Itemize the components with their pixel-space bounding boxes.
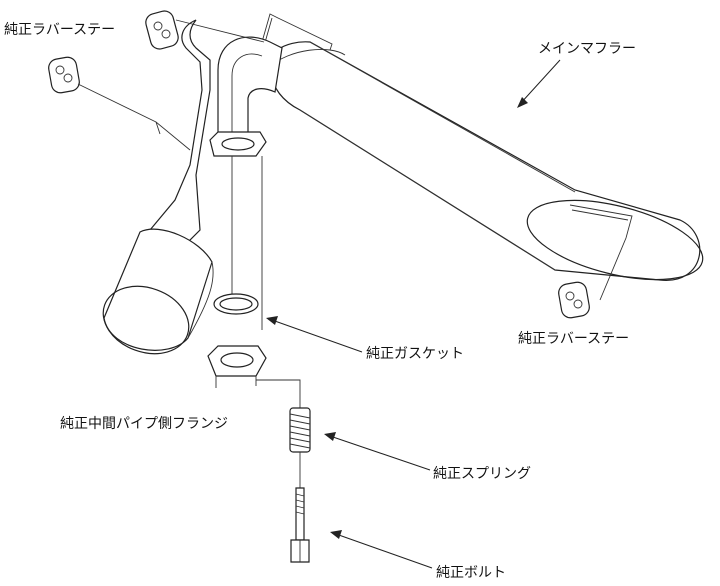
- muffler-hanger-rod: [261, 13, 333, 51]
- spring: [289, 407, 311, 453]
- tail-pipe: [149, 19, 211, 246]
- leader-bolt: [330, 530, 433, 569]
- bolt: [290, 487, 310, 563]
- leader-gasket: [266, 316, 363, 353]
- label-main-muffler: メインマフラー: [538, 41, 636, 57]
- stay-guide-line-1: [175, 19, 265, 43]
- gasket: [213, 293, 259, 315]
- leader-main-muffler: [517, 59, 561, 108]
- rubber-stay-top-2: [48, 56, 80, 94]
- inlet-pipe: [217, 36, 283, 141]
- label-spring: 純正スプリング: [433, 466, 531, 482]
- rubber-stay-bottom: [558, 281, 590, 319]
- tail-hanger-rod: [569, 204, 633, 301]
- stay-guide-line-2: [77, 83, 191, 151]
- label-gasket: 純正ガスケット: [366, 346, 464, 362]
- main-muffler: [267, 41, 704, 281]
- spring-guide-line: [256, 379, 301, 408]
- pipe-flange-upper: [209, 131, 267, 157]
- muffler-tip: [102, 228, 214, 355]
- rubber-stay-top-1: [145, 10, 179, 50]
- label-rubber-stay-top: 純正ラバーステー: [4, 22, 116, 38]
- label-bolt: 純正ボルト: [436, 565, 506, 581]
- mid-pipe-flange: [207, 345, 267, 388]
- label-rubber-stay-bottom: 純正ラバーステー: [518, 331, 630, 347]
- leader-spring: [324, 432, 431, 471]
- label-mid-pipe-flange: 純正中間パイプ側フランジ: [60, 416, 228, 432]
